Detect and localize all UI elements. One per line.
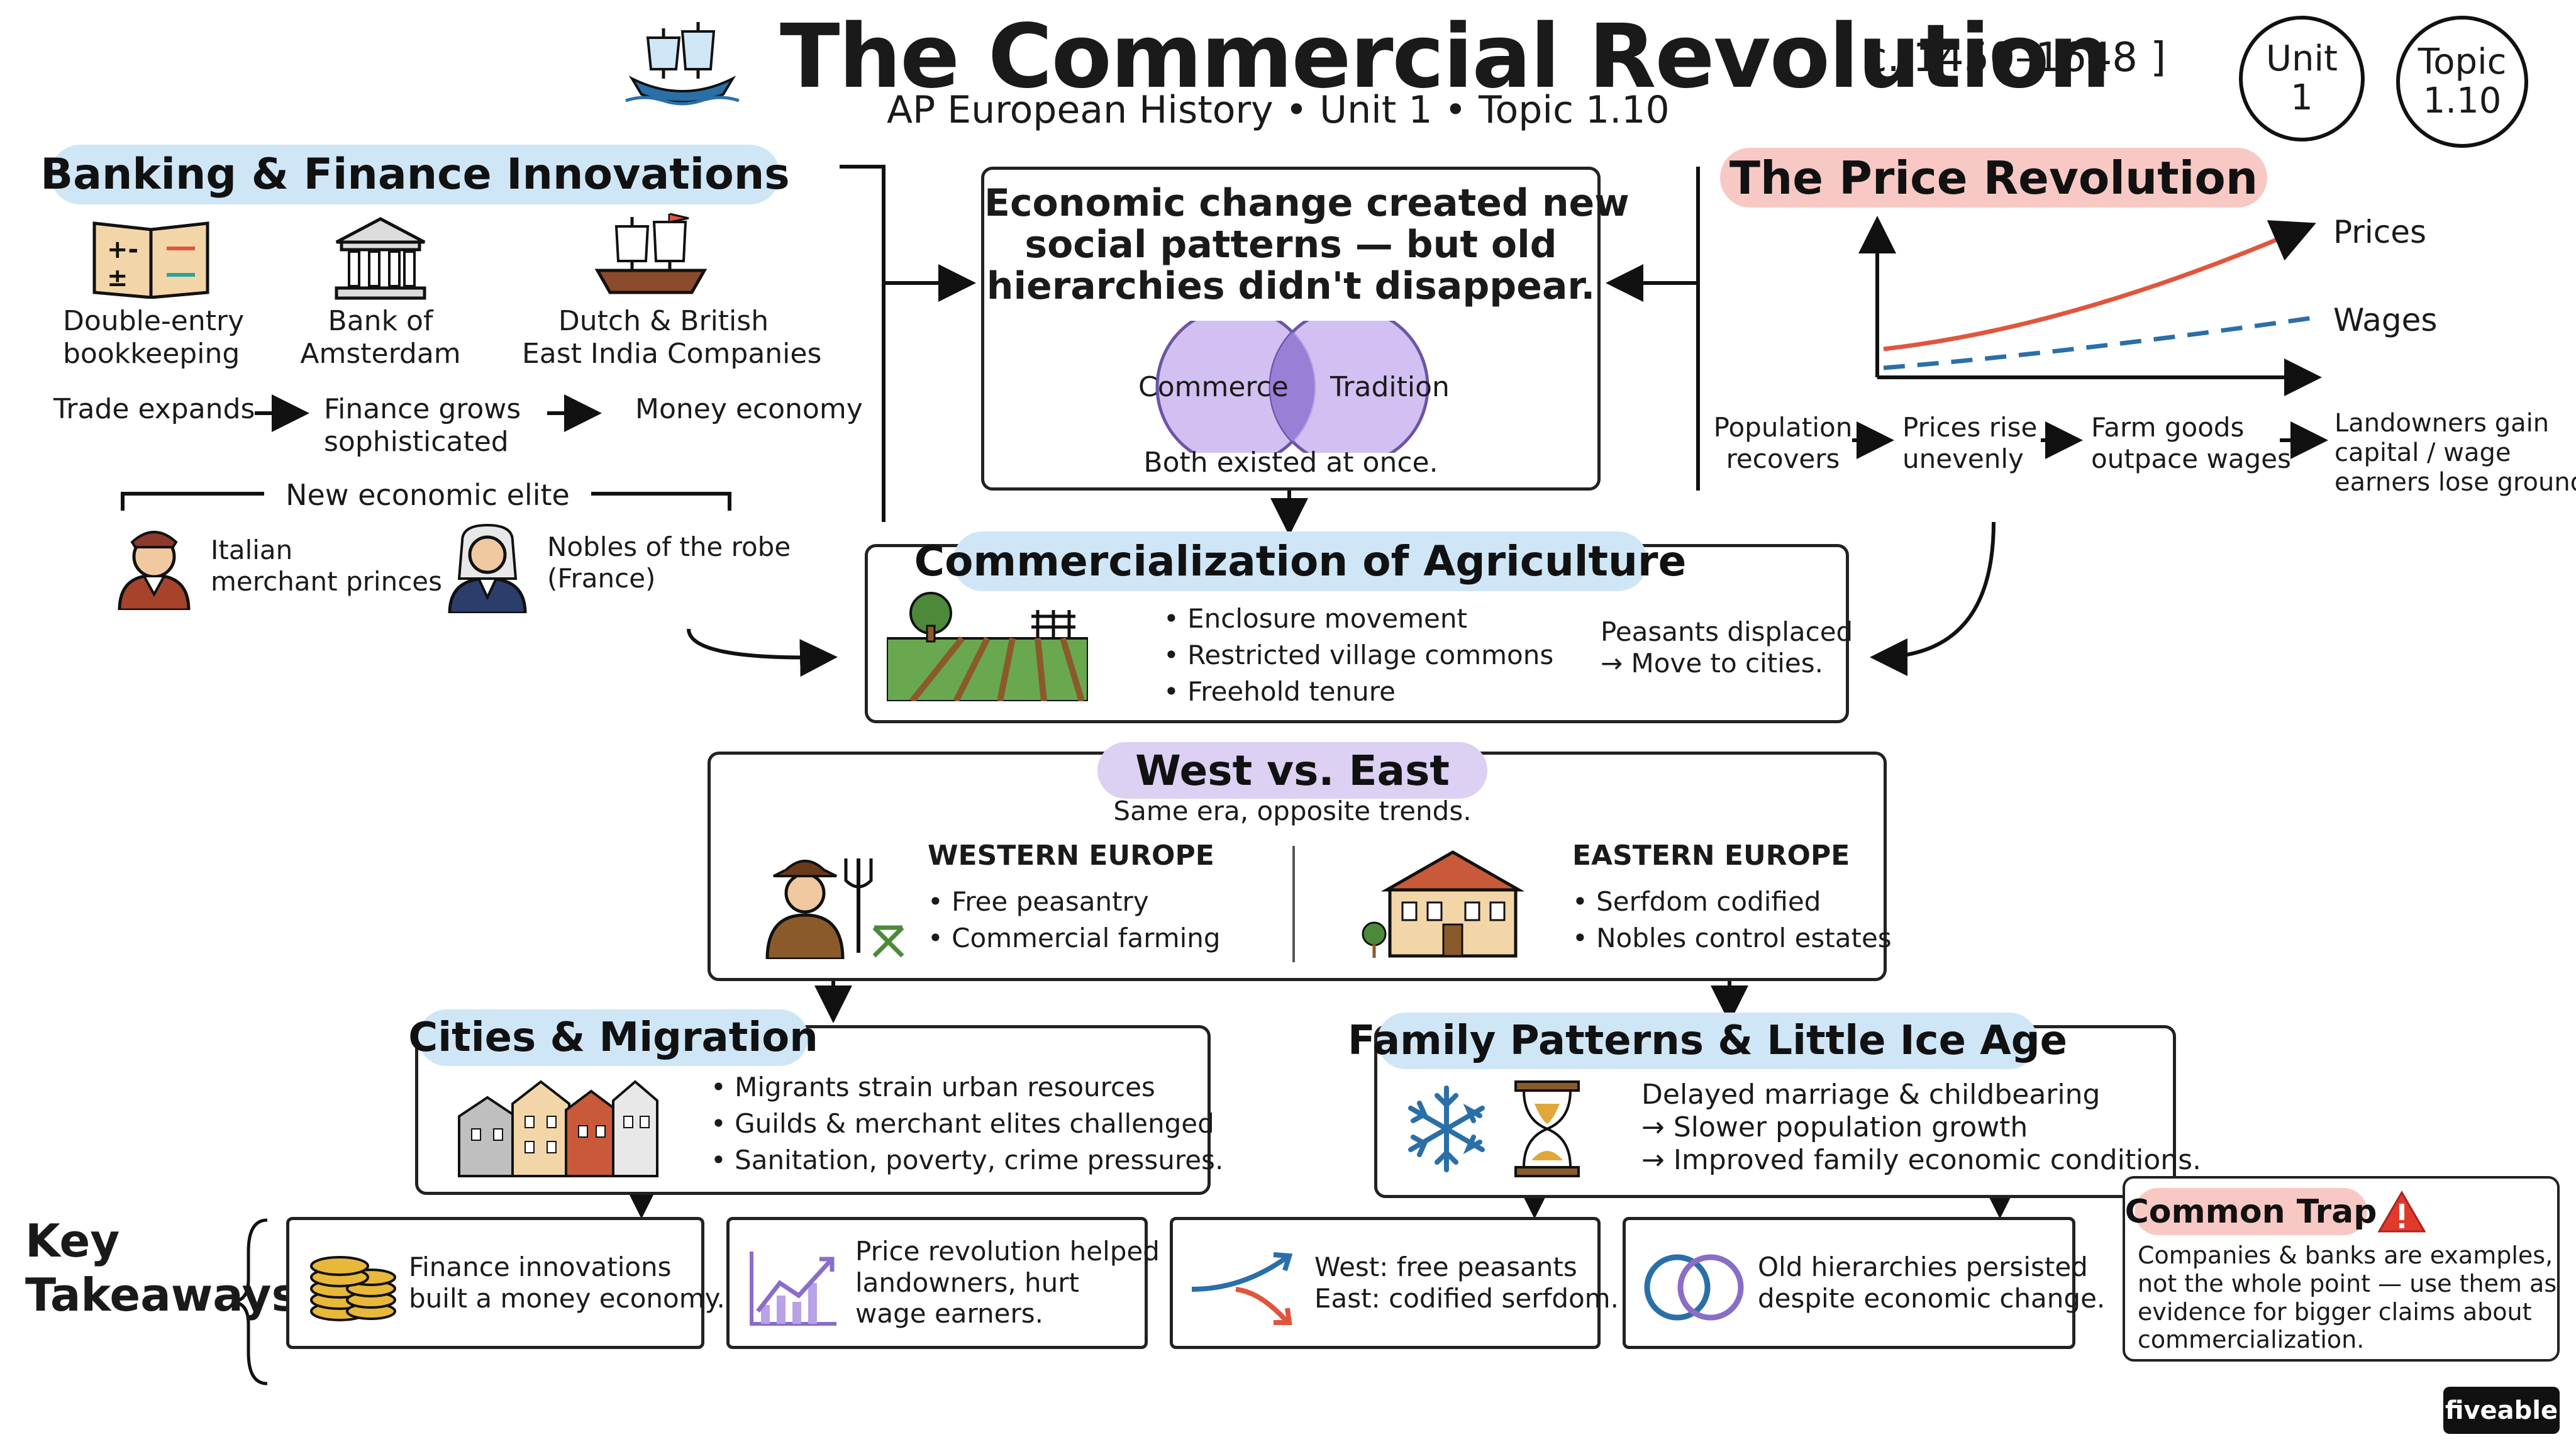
- topic-label: Topic: [2418, 42, 2507, 83]
- elite-label: New economic elite: [286, 478, 570, 512]
- city-skyline-icon: [458, 1080, 658, 1177]
- merchant-portrait-icon: [118, 531, 191, 610]
- east-bullets: Serfdom codifiedNobles control estates: [1572, 884, 1892, 957]
- svg-text:+-: +-: [107, 235, 138, 264]
- coin-stack-icon: [310, 1256, 396, 1321]
- manor-estate-icon: [1362, 850, 1525, 958]
- unit-number: 1: [2290, 77, 2313, 118]
- agri-bullets: Enclosure movementRestricted village com…: [1163, 601, 1553, 710]
- venn-diagram: [1155, 321, 1430, 453]
- common-trap-title: Common Trap: [2125, 1188, 2377, 1235]
- linked-rings-icon: [1644, 1254, 1744, 1321]
- banking-flow-trade: Trade expands: [53, 393, 255, 425]
- snowflake-icon: [1408, 1085, 1485, 1172]
- common-trap-box: Common Trap Companies & banks are exampl…: [2123, 1176, 2560, 1362]
- price-chart: [1858, 216, 2322, 396]
- brand-logo: fiveable: [2443, 1387, 2560, 1434]
- venn-left-label: Commerce: [1138, 371, 1289, 403]
- east-title: EASTERN EUROPE: [1572, 840, 1850, 872]
- svg-text:±: ±: [107, 264, 128, 292]
- center-caption: Both existed at once.: [1143, 447, 1438, 479]
- family-title: Family Patterns & Little Ice Age: [1348, 1013, 2067, 1069]
- growth-chart-icon: [750, 1252, 836, 1326]
- hourglass-icon: [1514, 1080, 1580, 1177]
- noble-portrait-icon: [448, 523, 527, 613]
- family-lines: Delayed marriage & childbearing→ Slower …: [1641, 1079, 2202, 1176]
- trade-ship-icon: [594, 213, 708, 294]
- banking-flow-money: Money economy: [635, 393, 863, 425]
- unit-badge: Unit 1: [2239, 16, 2365, 142]
- westeast-title: West vs. East: [1097, 742, 1487, 799]
- agriculture-title: Commercialization of Agriculture: [914, 531, 1686, 591]
- price-title: The Price Revolution: [1720, 148, 2267, 208]
- date-range: [ c. 1450–1648 ]: [1836, 35, 2167, 81]
- bank-building-icon: [335, 217, 426, 300]
- prices-label: Prices: [2333, 214, 2427, 250]
- ledger-book-icon: +- ±: [92, 221, 209, 299]
- unit-label: Unit: [2266, 38, 2338, 80]
- page-title: The Commercial Revolution: [780, 6, 2111, 108]
- agri-result: Peasants displaced→ Move to cities.: [1601, 616, 1853, 679]
- topic-number: 1.10: [2423, 80, 2502, 121]
- peasant-farmer-icon: [765, 858, 904, 959]
- banking-title: Banking & Finance Innovations: [40, 145, 790, 204]
- wages-label: Wages: [2333, 302, 2438, 338]
- cities-bullets: Migrants strain urban resourcesGuilds & …: [711, 1069, 1223, 1179]
- westeast-subtitle: Same era, opposite trends.: [1113, 796, 1472, 826]
- venn-right-label: Tradition: [1330, 371, 1450, 403]
- page-subtitle: AP European History • Unit 1 • Topic 1.1…: [887, 88, 1670, 132]
- west-title: WESTERN EUROPE: [928, 840, 1214, 872]
- ship-icon: [625, 22, 740, 106]
- diverging-arrows-icon: [1191, 1252, 1293, 1325]
- farm-field-icon: [887, 592, 1088, 701]
- cities-title: Cities & Migration: [408, 1009, 818, 1066]
- topic-badge: Topic 1.10: [2396, 16, 2528, 148]
- brand-text: fiveable: [2445, 1396, 2558, 1425]
- westeast-divider: [1292, 846, 1295, 962]
- warning-icon: [2377, 1191, 2426, 1233]
- elite-nobles: Nobles of the robe(France): [547, 531, 791, 594]
- west-bullets: Free peasantryCommercial farming: [928, 884, 1220, 957]
